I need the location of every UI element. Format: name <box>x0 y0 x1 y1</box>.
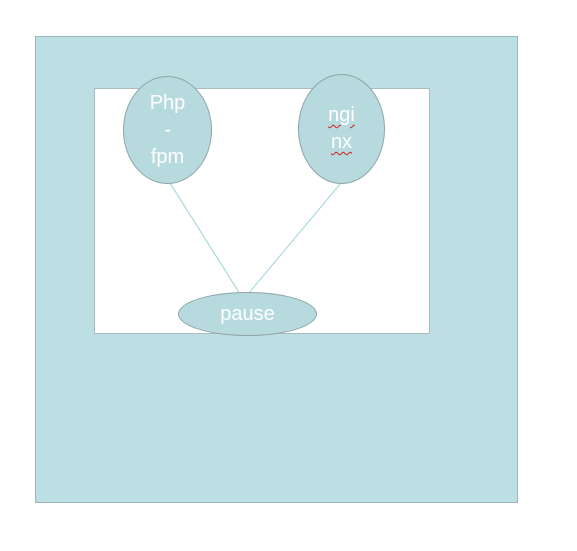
node-nginx-line-1: ngi <box>328 104 355 126</box>
node-pause-label: pause <box>220 303 275 325</box>
node-php-fpm-line-3: fpm <box>150 145 185 168</box>
node-php-fpm-line-2: - <box>164 118 171 141</box>
node-pause[interactable]: pause <box>178 292 317 336</box>
node-nginx[interactable]: ngi nx <box>298 74 385 184</box>
node-nginx-line-2: nx <box>330 131 353 153</box>
node-php-fpm-line-1: Php <box>149 91 186 114</box>
node-php-fpm[interactable]: Php - fpm <box>123 76 212 184</box>
